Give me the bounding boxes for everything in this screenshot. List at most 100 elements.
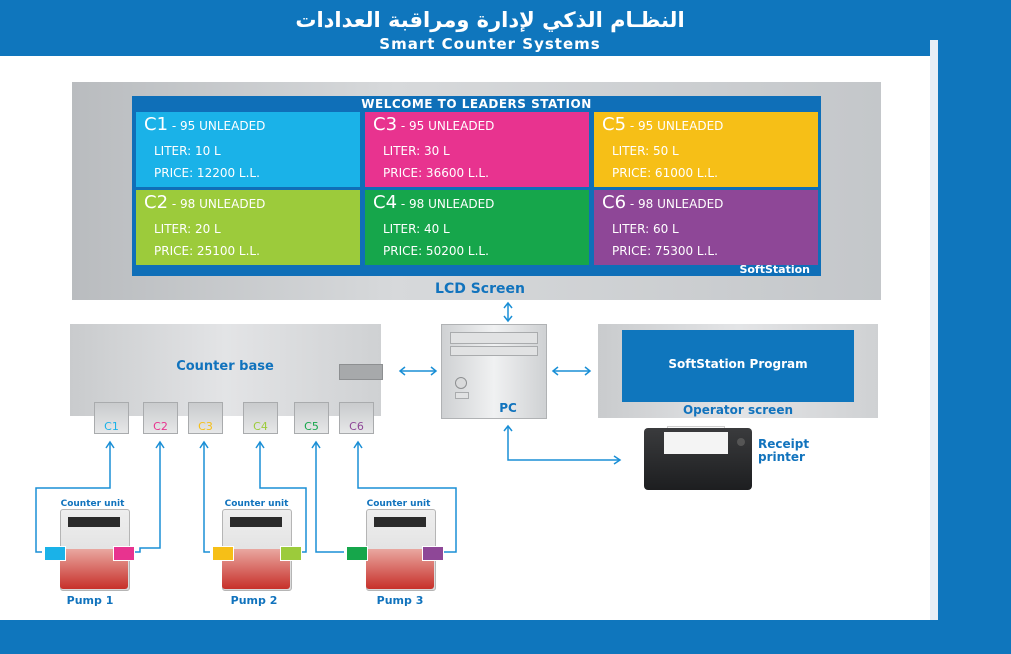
counter-base-label: Counter base [176,359,274,374]
counter-slot-c6: C6 [339,402,374,434]
counter-cell-c1: C1 - 95 UNLEADED LITER: 10 L PRICE: 1220… [136,112,360,187]
pc-label: PC [499,401,517,415]
counter-fuel: - 98 UNLEADED [629,197,724,211]
counter-id: C4 [373,192,398,213]
counter-price: PRICE: 75300 L.L. [612,244,718,258]
counter-price: PRICE: 50200 L.L. [383,244,489,258]
pump2-c3-wire [203,442,210,553]
footer-band [0,620,1011,654]
title-english: Smart Counter Systems [379,35,601,53]
counter-cell-c2: C2 - 98 UNLEADED LITER: 20 L PRICE: 2510… [136,190,360,265]
counter-id: C2 [144,192,169,213]
pc-drive-bay [450,346,538,356]
slot-label: C6 [349,420,364,433]
arrow-head-up [503,301,513,309]
slot-label: C5 [304,420,319,433]
counter-fuel: - 95 UNLEADED [629,119,724,133]
counter-cell-c5: C5 - 95 UNLEADED LITER: 50 L PRICE: 6100… [594,112,818,187]
counter-liter: LITER: 40 L [383,222,450,236]
arrow-head-up [503,424,513,432]
printer-label-line1: Receipt [758,437,810,451]
pump1-c2-marker [113,546,135,561]
counter-price: PRICE: 61000 L.L. [612,166,718,180]
pc-usb-port [455,392,469,399]
counter-slot-c4: C4 [243,402,278,434]
counter-fuel: - 95 UNLEADED [171,119,266,133]
receipt-printer-label: Receipt printer [758,438,848,464]
arrow-head-left [398,366,406,376]
arrow-head-right [584,366,592,376]
welcome-banner: WELCOME TO LEADERS STATION [361,97,592,111]
counter-fuel: - 95 UNLEADED [400,119,495,133]
right-panel [938,40,1011,620]
arrow-head-right [430,366,438,376]
pump3-c6-marker [422,546,444,561]
pump3-label: Pump 3 [376,594,424,607]
pump1-c1-marker [44,546,66,561]
pump3-c5-wire [315,442,344,553]
counter-title: C4 - 98 UNLEADED [373,192,494,213]
softstation-program-label: SoftStation Program [668,357,808,371]
counter-liter: LITER: 60 L [612,222,679,236]
pump-display [230,517,282,527]
pc-power-button [455,377,467,389]
lcd-screen-label: LCD Screen [435,281,525,297]
counter-title: C1 - 95 UNLEADED [144,114,265,135]
counter-fuel: - 98 UNLEADED [400,197,495,211]
pump2-counter-unit-label: Counter unit [224,499,289,509]
pump1-counter-unit-label: Counter unit [60,499,125,509]
counter-title: C3 - 95 UNLEADED [373,114,494,135]
pump2-label: Pump 2 [230,594,278,607]
arrow-head-up [353,440,363,449]
counter-slot-c3: C3 [188,402,223,434]
slot-label: C4 [253,420,268,433]
arrow-head-up [105,440,115,449]
arrow-head-left [551,366,559,376]
counter-id: C1 [144,114,169,135]
counter-slot-c5: C5 [294,402,329,434]
printer-paper-slot [664,432,728,454]
counter-price: PRICE: 36600 L.L. [383,166,489,180]
counter-liter: LITER: 20 L [154,222,221,236]
pump-display [68,517,120,527]
arrow-head-right [613,455,622,465]
header-band [0,0,1011,56]
counter-title: C6 - 98 UNLEADED [602,192,723,213]
title-arabic: النظـام الذكي لإدارة ومراقبة العدادات [295,8,685,32]
pump1-label: Pump 1 [66,594,114,607]
slot-label: C3 [198,420,213,433]
pump3-c5-marker [346,546,368,561]
pump-display [374,517,426,527]
right-stripe [930,40,938,620]
counter-fuel: - 98 UNLEADED [171,197,266,211]
counter-title: C2 - 98 UNLEADED [144,192,265,213]
pump1-c2-wire [132,442,161,553]
counter-cell-c4: C4 - 98 UNLEADED LITER: 40 L PRICE: 5020… [365,190,589,265]
softstation-brand: SoftStation [739,263,810,276]
printer-label-line2: printer [758,450,805,464]
counter-title: C5 - 95 UNLEADED [602,114,723,135]
pc-printer-link [507,426,620,461]
counter-cell-c6: C6 - 98 UNLEADED LITER: 60 L PRICE: 7530… [594,190,818,265]
pump2-c4-marker [280,546,302,561]
counter-id: C3 [373,114,398,135]
operator-screen-label: Operator screen [682,403,793,417]
counter-liter: LITER: 30 L [383,144,450,158]
pc-drive-bay [450,332,538,344]
operator-screen [622,330,854,402]
counter-base-port [339,364,383,380]
arrow-head-up [255,440,265,449]
pump1-c1-wire [35,442,111,553]
counter-liter: LITER: 10 L [154,144,221,158]
slot-label: C2 [153,420,168,433]
arrow-head-up [199,440,209,449]
counter-price: PRICE: 25100 L.L. [154,244,260,258]
counter-id: C5 [602,114,627,135]
pump3-c6-wire [357,442,457,553]
slot-label: C1 [104,420,119,433]
arrow-head-up [155,440,165,449]
counter-liter: LITER: 50 L [612,144,679,158]
counter-slot-c2: C2 [143,402,178,434]
counter-id: C6 [602,192,627,213]
